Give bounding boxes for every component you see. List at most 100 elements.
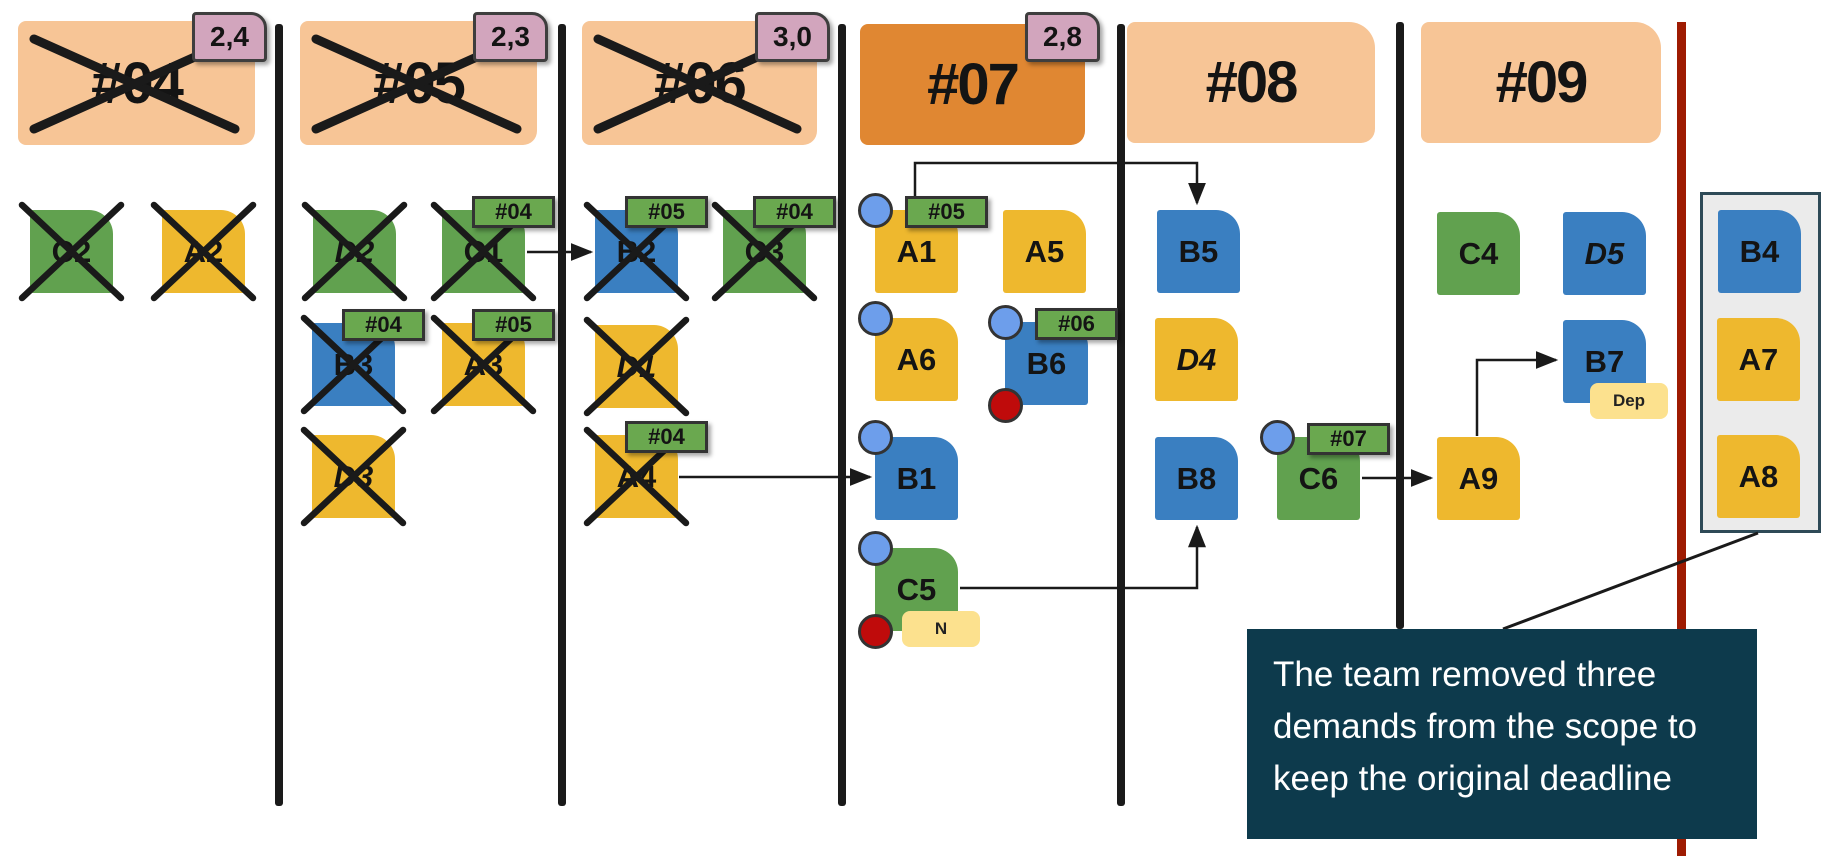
origin-sprint-tag-a4: #04 — [625, 421, 708, 453]
velocity-badge-07: 2,8 — [1025, 12, 1100, 62]
card-label: B8 — [1176, 460, 1217, 496]
column-header-label: #09 — [1495, 50, 1589, 115]
column-header-label: #04 — [91, 50, 184, 116]
card-a7: A7 — [1717, 318, 1800, 401]
card-label: B3 — [333, 346, 374, 382]
card-label: A3 — [463, 346, 504, 382]
origin-sprint-tag-label: #05 — [495, 312, 532, 337]
note-n-c5: N — [902, 611, 980, 647]
callout-connector-line — [1502, 531, 1759, 631]
column-divider-2 — [558, 24, 566, 806]
velocity-badge-label: 2,3 — [491, 21, 530, 52]
column-divider-1 — [275, 24, 283, 806]
card-a8: A8 — [1717, 435, 1800, 518]
velocity-badge-label: 3,0 — [773, 21, 812, 52]
callout: The team removed three demands from the … — [1247, 629, 1757, 839]
card-b5: B5 — [1157, 210, 1240, 293]
red-marker-circle-c5 — [858, 614, 893, 649]
card-label: A1 — [896, 233, 937, 269]
origin-sprint-tag-label: #04 — [648, 424, 685, 449]
card-label: A7 — [1738, 341, 1779, 377]
blue-marker-circle-c6 — [1260, 420, 1295, 455]
card-label: D5 — [1584, 235, 1625, 271]
origin-sprint-tag-c6: #07 — [1307, 423, 1390, 455]
card-label: C5 — [896, 571, 937, 607]
card-a2: A2 — [162, 210, 245, 293]
column-header-09: #09 — [1421, 22, 1661, 143]
card-label: B4 — [1739, 233, 1780, 269]
origin-sprint-tag-label: #07 — [1330, 426, 1367, 451]
card-a5: A5 — [1003, 210, 1086, 293]
card-c2: C2 — [30, 210, 113, 293]
origin-sprint-tag-label: #05 — [648, 199, 685, 224]
card-label: A5 — [1024, 233, 1065, 269]
red-marker-circle-b6 — [988, 388, 1023, 423]
card-label: B7 — [1584, 343, 1625, 379]
card-d2: D2 — [313, 210, 396, 293]
column-header-08: #08 — [1127, 22, 1375, 143]
card-label: C2 — [51, 233, 92, 269]
column-divider-5 — [1396, 22, 1404, 629]
blue-marker-circle-a6 — [858, 301, 893, 336]
card-label: A4 — [616, 458, 657, 494]
card-b4: B4 — [1718, 210, 1801, 293]
velocity-badge-label: 2,4 — [210, 21, 249, 52]
velocity-badge-04: 2,4 — [192, 12, 267, 62]
card-label: B6 — [1026, 345, 1067, 381]
origin-sprint-tag-a1: #05 — [905, 196, 988, 228]
note-label: N — [934, 619, 948, 638]
note-dep-b7: Dep — [1590, 383, 1668, 419]
card-label: A9 — [1458, 460, 1499, 496]
card-label: D4 — [1176, 341, 1217, 377]
card-d3: D3 — [312, 435, 395, 518]
note-label: Dep — [1612, 391, 1646, 410]
card-label: A2 — [183, 233, 224, 269]
card-label: D3 — [333, 458, 374, 494]
origin-sprint-tag-c1: #04 — [472, 196, 555, 228]
origin-sprint-tag-a3: #05 — [472, 309, 555, 341]
deadline-line — [1677, 22, 1686, 856]
origin-sprint-tag-b3: #04 — [342, 309, 425, 341]
dependency-arrow-c5-b8 — [960, 524, 1206, 590]
card-a6: A6 — [875, 318, 958, 401]
card-label: B1 — [896, 460, 937, 496]
origin-sprint-tag-label: #04 — [776, 199, 813, 224]
card-label: B5 — [1178, 233, 1219, 269]
column-divider-3 — [838, 24, 846, 806]
blue-marker-circle-b1 — [858, 420, 893, 455]
column-header-label: #06 — [654, 50, 747, 116]
origin-sprint-tag-b6: #06 — [1035, 308, 1118, 340]
card-d1: D1 — [595, 325, 678, 408]
origin-sprint-tag-c3: #04 — [753, 196, 836, 228]
callout-line: keep the original deadline — [1273, 759, 1672, 798]
blue-marker-circle-a1 — [858, 193, 893, 228]
column-header-label: #07 — [927, 52, 1020, 117]
origin-sprint-tag-label: #05 — [928, 199, 965, 224]
card-d5: D5 — [1563, 212, 1646, 295]
column-header-label: #08 — [1205, 50, 1299, 115]
callout-line: demands from the scope to — [1273, 707, 1698, 746]
origin-sprint-tag-label: #04 — [365, 312, 402, 337]
card-a9: A9 — [1437, 437, 1520, 520]
card-label: A6 — [896, 341, 937, 377]
velocity-badge-06: 3,0 — [755, 12, 830, 62]
card-label: D1 — [616, 348, 657, 384]
origin-sprint-tag-b2: #05 — [625, 196, 708, 228]
card-label: C1 — [463, 233, 504, 269]
blue-marker-circle-c5 — [858, 531, 893, 566]
velocity-badge-05: 2,3 — [473, 12, 548, 62]
velocity-badge-label: 2,8 — [1043, 21, 1082, 52]
column-divider-4 — [1117, 24, 1125, 806]
card-c4: C4 — [1437, 212, 1520, 295]
card-d4: D4 — [1155, 318, 1238, 401]
card-label: C3 — [744, 233, 785, 269]
card-label: C6 — [1298, 460, 1339, 496]
blue-marker-circle-b6 — [988, 305, 1023, 340]
card-label: A8 — [1738, 458, 1779, 494]
dependency-arrow-a9-b7 — [1475, 351, 1559, 436]
card-label: D2 — [334, 233, 375, 269]
callout-line: The team removed three — [1273, 655, 1657, 694]
card-b1: B1 — [875, 437, 958, 520]
card-b8: B8 — [1155, 437, 1238, 520]
